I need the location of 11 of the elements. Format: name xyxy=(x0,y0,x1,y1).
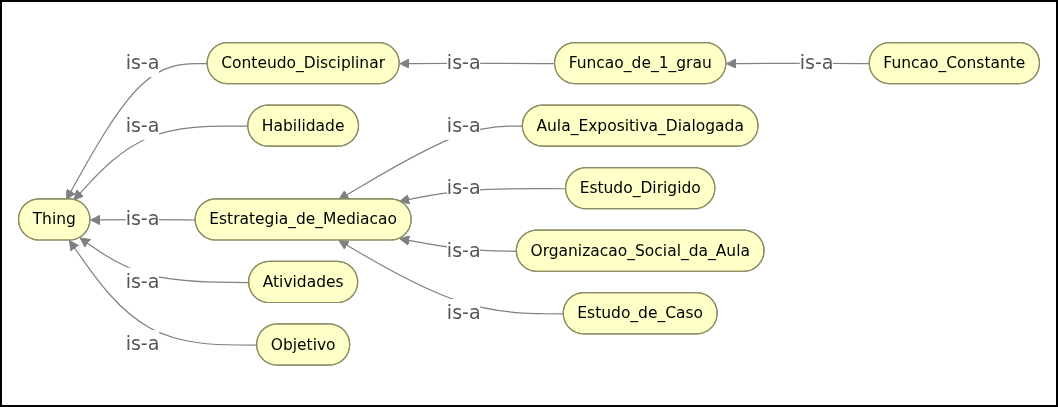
edge-label: is-a xyxy=(125,50,160,74)
edge-label: is-a xyxy=(799,50,834,74)
edge-label: is-a xyxy=(446,301,481,324)
edge-label: is-a xyxy=(125,113,160,137)
edge-label: is-a xyxy=(446,238,481,262)
edge-label: is-a xyxy=(446,113,481,137)
edge-label: is-a xyxy=(125,332,160,355)
edge-label: is-a xyxy=(125,269,160,293)
edge-label: is-a xyxy=(446,50,481,74)
edge-label: is-a xyxy=(125,207,160,230)
edge-label: is-a xyxy=(446,175,481,199)
